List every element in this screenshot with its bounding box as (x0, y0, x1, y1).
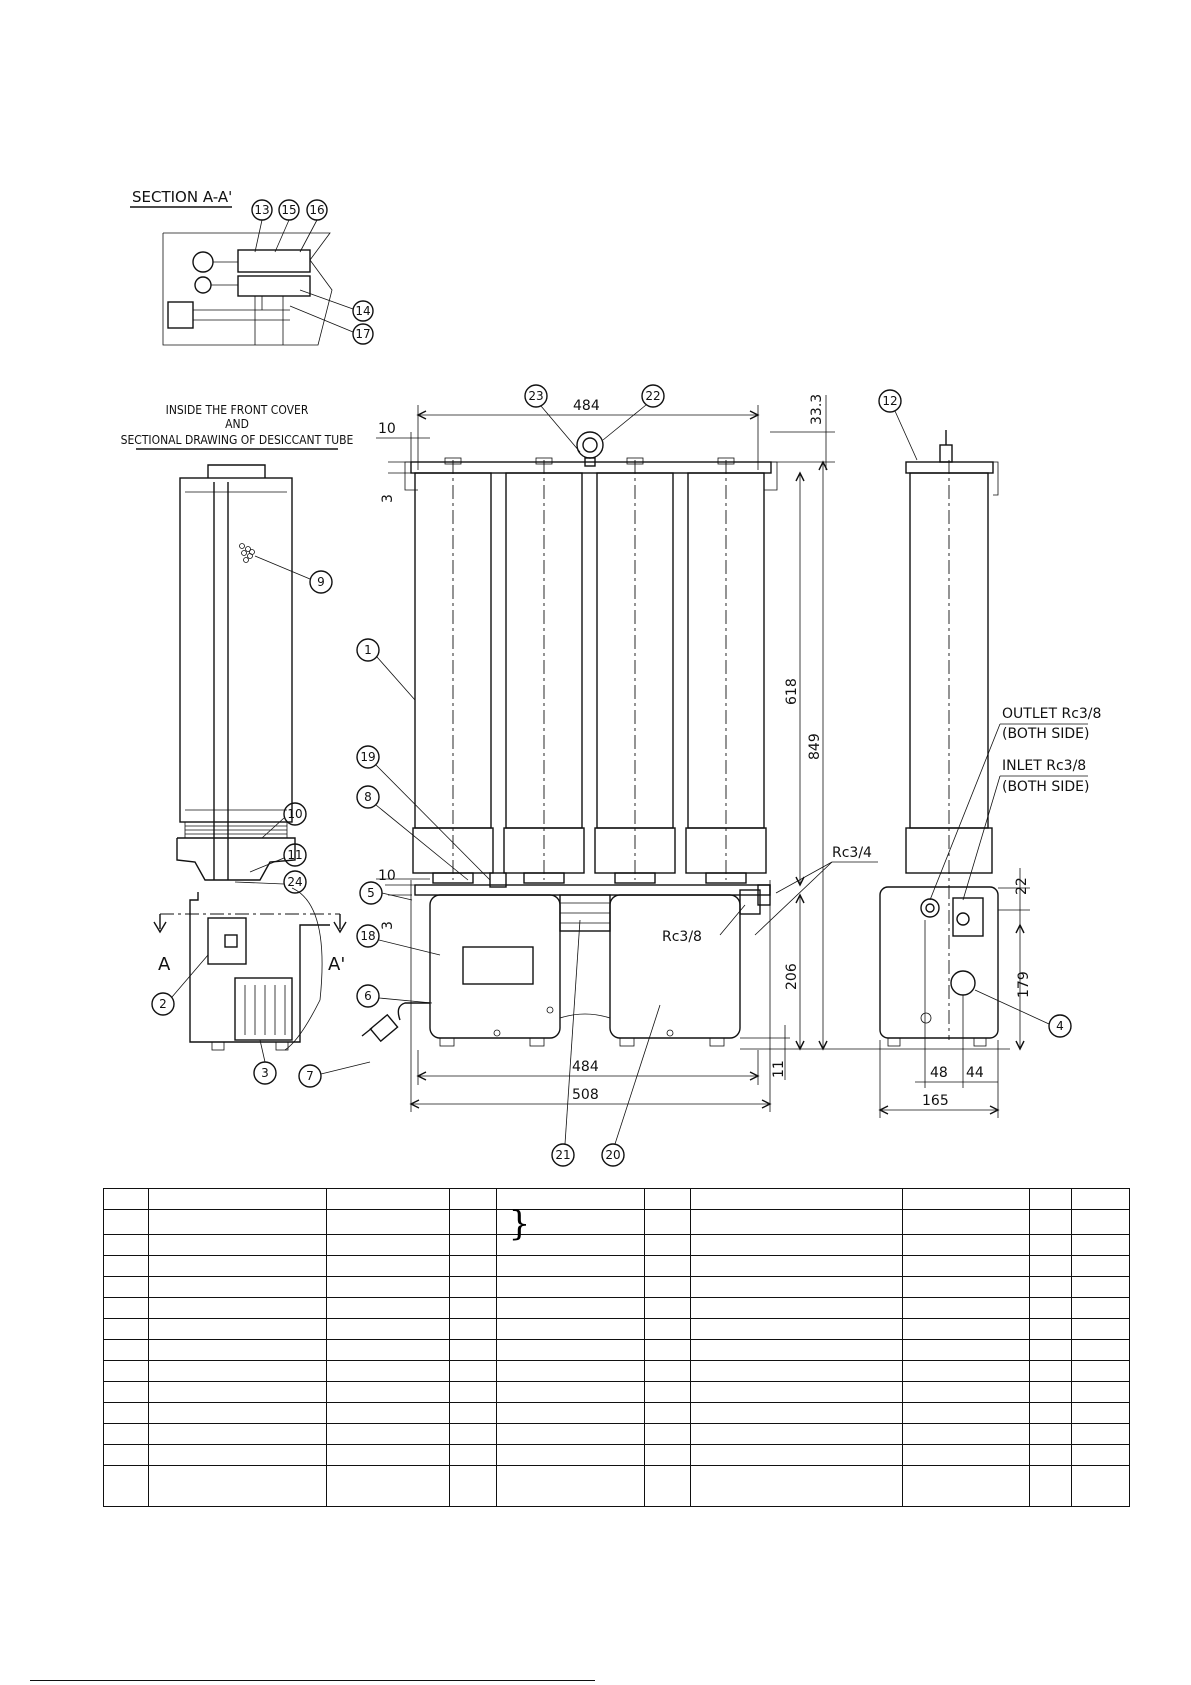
table-row (103, 1255, 1130, 1277)
brace-mark: } (508, 1204, 531, 1244)
callout-number: 6 (364, 989, 372, 1003)
inside-heading-2: AND (225, 417, 249, 431)
dim-eye-height: 33.3 (809, 394, 825, 425)
callout-number: 7 (306, 1069, 314, 1083)
callout-number: 21 (555, 1148, 570, 1162)
callout-number: 16 (309, 203, 324, 217)
dim-port-height: 179 (1016, 971, 1032, 998)
table-row (103, 1339, 1130, 1361)
drain-tank (559, 894, 741, 1047)
table-row (103, 1276, 1130, 1298)
side-view: 22 179 48 44 165 OUTLET Rc3/8 (BOTH SIDE… (878, 389, 1101, 1118)
dim-top-flange: 3 (380, 494, 396, 503)
dim-base-width-outer: 508 (572, 1087, 599, 1103)
callout-number: 19 (360, 750, 375, 764)
dim-foot-height: 11 (771, 1060, 787, 1078)
callout-number: 10 (287, 807, 302, 821)
control-box (361, 894, 561, 1047)
callout-number: 9 (317, 575, 325, 589)
callout-number: 15 (281, 203, 296, 217)
dim-top-width: 484 (573, 398, 600, 414)
desiccant-tube-2 (503, 460, 585, 884)
callout-number: 20 (605, 1148, 620, 1162)
dim-depth: 165 (922, 1093, 949, 1109)
inside-front-cover-view: INSIDE THE FRONT COVER AND SECTIONAL DRA… (121, 403, 354, 1085)
front-view: 484 10 3 33.3 618 849 10 3 206 11 (298, 384, 1010, 1167)
dim-base-height: 206 (784, 963, 800, 990)
dim-base-flange: 3 (380, 921, 396, 930)
drain-port-label: Rc3/4 (832, 845, 872, 861)
dim-port-x2: 44 (966, 1065, 984, 1081)
table-row (103, 1444, 1130, 1466)
table-row: } (103, 1207, 1130, 1241)
callout-number: 12 (882, 394, 897, 408)
callout-number: 2 (159, 997, 167, 1011)
callout-number: 5 (367, 886, 375, 900)
dim-left-offset-top: 10 (378, 421, 396, 437)
pipe-port-label: Rc3/8 (662, 929, 702, 945)
dim-port-x1: 48 (930, 1065, 948, 1081)
callout-number: 1 (364, 643, 372, 657)
dim-tube-height: 618 (784, 678, 800, 705)
inside-heading-3: SECTIONAL DRAWING OF DESICCANT TUBE (121, 433, 354, 447)
inside-heading-1: INSIDE THE FRONT COVER (166, 403, 309, 417)
dim-port-offset: 22 (1014, 877, 1030, 895)
table-row (103, 1402, 1130, 1424)
dim-left-offset-base: 10 (378, 868, 396, 884)
inlet-label: INLET Rc3/8 (1002, 758, 1086, 774)
callout-number: 24 (287, 875, 302, 889)
desiccant-tube-4 (685, 460, 767, 884)
table-row (103, 1423, 1130, 1445)
callout-number: 17 (355, 327, 370, 341)
callout-number: 8 (364, 790, 372, 804)
table-row (103, 1360, 1130, 1382)
callout-number: 23 (528, 389, 543, 403)
section-mark-a-prime: A' (328, 954, 345, 975)
dim-overall-height: 849 (807, 733, 823, 760)
desiccant-tube-3 (594, 460, 676, 884)
inlet-note: (BOTH SIDE) (1002, 779, 1089, 795)
table-row (103, 1465, 1130, 1507)
table-row (103, 1318, 1130, 1340)
dim-base-width-inner: 484 (572, 1059, 599, 1075)
table-row (103, 1381, 1130, 1403)
callout-number: 3 (261, 1066, 269, 1080)
section-mark-a: A (158, 954, 171, 975)
callout-number: 18 (360, 929, 375, 943)
parts-list-table: } (103, 1188, 1130, 1507)
outlet-note: (BOTH SIDE) (1002, 726, 1089, 742)
callout-number: 14 (355, 304, 370, 318)
section-title: SECTION A-A' (132, 188, 232, 206)
callout-number: 13 (254, 203, 269, 217)
outlet-label: OUTLET Rc3/8 (1002, 706, 1101, 722)
callout-number: 11 (287, 848, 302, 862)
desiccant-tube-1 (412, 460, 494, 884)
callout-number: 22 (645, 389, 660, 403)
callout-number: 4 (1056, 1019, 1064, 1033)
table-row (103, 1188, 1130, 1210)
section-a-a-view: SECTION A-A' 13 15 16 14 17 (130, 188, 374, 346)
table-row (103, 1234, 1130, 1256)
footer-rule (30, 1680, 595, 1681)
table-row (103, 1297, 1130, 1319)
